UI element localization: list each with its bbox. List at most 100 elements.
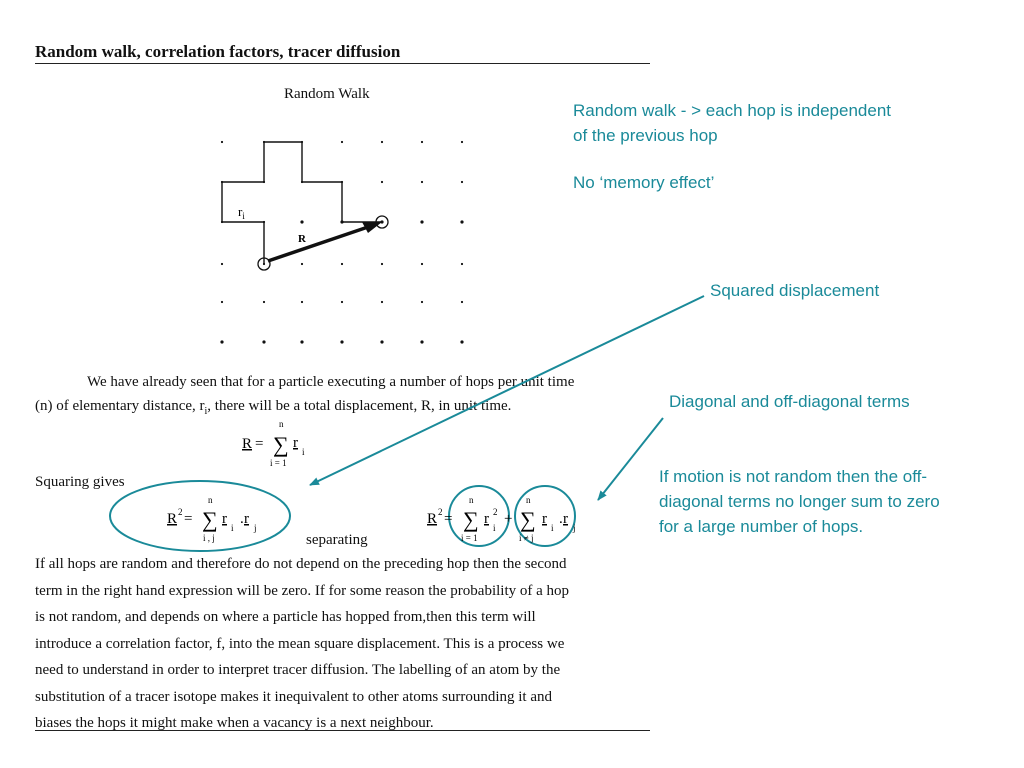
svg-text:i: i xyxy=(493,523,496,533)
svg-text:∑: ∑ xyxy=(520,507,536,532)
paragraph-line: is not random, and depends on where a pa… xyxy=(35,609,536,625)
lattice-dot xyxy=(420,180,424,184)
lattice-dot xyxy=(460,180,464,184)
equation-separated: R 2 = n ∑ i = 1 r 2 i + n ∑ i ≠ j r i . … xyxy=(427,485,576,547)
svg-text:i = 1: i = 1 xyxy=(461,533,478,543)
annotation-motion-1: If motion is not random then the off- xyxy=(659,467,928,486)
svg-text:+: + xyxy=(504,511,512,527)
svg-text:2: 2 xyxy=(438,507,443,517)
paragraph-line: need to understand in order to interpret… xyxy=(35,662,561,678)
svg-text:i , j: i , j xyxy=(203,533,215,543)
svg-text:i: i xyxy=(551,523,554,533)
svg-text:n: n xyxy=(526,495,531,505)
lattice-dot xyxy=(460,262,464,266)
svg-text:=: = xyxy=(444,511,452,527)
lattice-dot xyxy=(220,140,224,144)
lattice-dot xyxy=(460,300,464,304)
svg-text:i: i xyxy=(302,447,305,457)
svg-text:i ≠ j: i ≠ j xyxy=(519,533,533,543)
lattice-dot xyxy=(420,140,424,144)
label-R: R xyxy=(298,233,307,245)
svg-text:n: n xyxy=(208,495,213,505)
lattice-dot xyxy=(460,220,464,224)
lattice-dot xyxy=(300,262,304,266)
svg-text:j: j xyxy=(572,523,576,533)
lattice-dot xyxy=(220,340,224,344)
annotation-random-walk-2: of the previous hop xyxy=(573,126,718,145)
lattice-dots xyxy=(220,140,464,344)
paragraph-line: If all hops are random and therefore do … xyxy=(35,556,567,572)
lattice-dot xyxy=(300,300,304,304)
lattice-dot xyxy=(380,262,384,266)
displacement-arrow xyxy=(267,225,369,263)
highlight-ellipse xyxy=(109,480,291,552)
svg-text:r: r xyxy=(542,511,547,527)
bottom-rule xyxy=(35,730,650,731)
intro-line-1: We have already seen that for a particle… xyxy=(87,374,575,390)
svg-text:R: R xyxy=(427,511,437,527)
lattice-dot xyxy=(420,340,424,344)
svg-text:j: j xyxy=(253,523,257,533)
svg-text:r: r xyxy=(222,511,227,527)
paragraph-line: term in the right hand expression will b… xyxy=(35,582,570,599)
annotation-diagonal: Diagonal and off-diagonal terms xyxy=(669,392,910,411)
intro-line-2: (n) of elementary distance, ri, there wi… xyxy=(35,398,512,417)
lattice-dot xyxy=(262,340,266,344)
annotation-motion-3: for a large number of hops. xyxy=(659,517,864,536)
svg-text:2: 2 xyxy=(178,507,183,517)
label-ri: ri xyxy=(238,204,245,221)
lattice-dot xyxy=(420,220,424,224)
svg-text:r: r xyxy=(563,511,568,527)
lattice-dot xyxy=(220,300,224,304)
title-underline xyxy=(35,63,650,64)
svg-text:i: i xyxy=(231,523,234,533)
svg-text:i = 1: i = 1 xyxy=(270,458,287,468)
svg-text:∑: ∑ xyxy=(202,507,218,532)
lattice-dot xyxy=(340,300,344,304)
lattice-dot xyxy=(220,262,224,266)
squaring-label: Squaring gives xyxy=(35,474,125,490)
lattice-dot xyxy=(340,340,344,344)
svg-text:∑: ∑ xyxy=(463,507,479,532)
equation-total-displacement: R = n ∑ i = 1 r i xyxy=(242,419,305,468)
svg-text:n: n xyxy=(469,495,474,505)
svg-text:=: = xyxy=(255,436,263,452)
annotation-random-walk-1: Random walk - > each hop is independent xyxy=(573,101,892,120)
svg-text:=: = xyxy=(184,511,192,527)
diagram-title: Random Walk xyxy=(284,86,370,102)
lattice-dot xyxy=(300,220,304,224)
paragraph-line: introduce a correlation factor, f, into … xyxy=(35,635,565,652)
arrow-to-squared-eq xyxy=(309,295,705,486)
lattice-dot xyxy=(300,340,304,344)
lattice-dot xyxy=(340,140,344,144)
svg-text:2: 2 xyxy=(493,507,498,517)
lattice-dot xyxy=(460,140,464,144)
svg-text:n: n xyxy=(279,419,284,429)
lattice-dot xyxy=(380,140,384,144)
annotation-no-memory: No ‘memory effect’ xyxy=(573,173,715,192)
lattice-dot xyxy=(380,180,384,184)
equation-squared: R 2 = n ∑ i , j r i . r j xyxy=(109,480,291,552)
lattice-dot xyxy=(380,340,384,344)
paragraph-line: substitution of a tracer isotope makes i… xyxy=(35,688,552,705)
arrow-head xyxy=(362,222,382,233)
sigma: ∑ xyxy=(273,432,289,457)
start-circle xyxy=(257,257,271,271)
svg-text:r: r xyxy=(293,435,298,451)
lattice-dot xyxy=(380,300,384,304)
lattice-dot xyxy=(262,300,266,304)
random-walk-diagram: ri R xyxy=(220,140,464,344)
svg-text:r: r xyxy=(484,511,489,527)
annotation-motion-2: diagonal terms no longer sum to zero xyxy=(659,492,940,511)
lattice-dot xyxy=(420,262,424,266)
lattice-dot xyxy=(420,300,424,304)
svg-text:r: r xyxy=(244,511,249,527)
arrow-to-diagonal-terms xyxy=(597,417,664,501)
walk-path xyxy=(221,141,382,264)
separating-label: separating xyxy=(306,532,368,548)
svg-text:.: . xyxy=(559,511,563,527)
svg-text:R: R xyxy=(167,511,177,527)
svg-text:.: . xyxy=(240,511,244,527)
svg-text:R: R xyxy=(242,436,252,452)
